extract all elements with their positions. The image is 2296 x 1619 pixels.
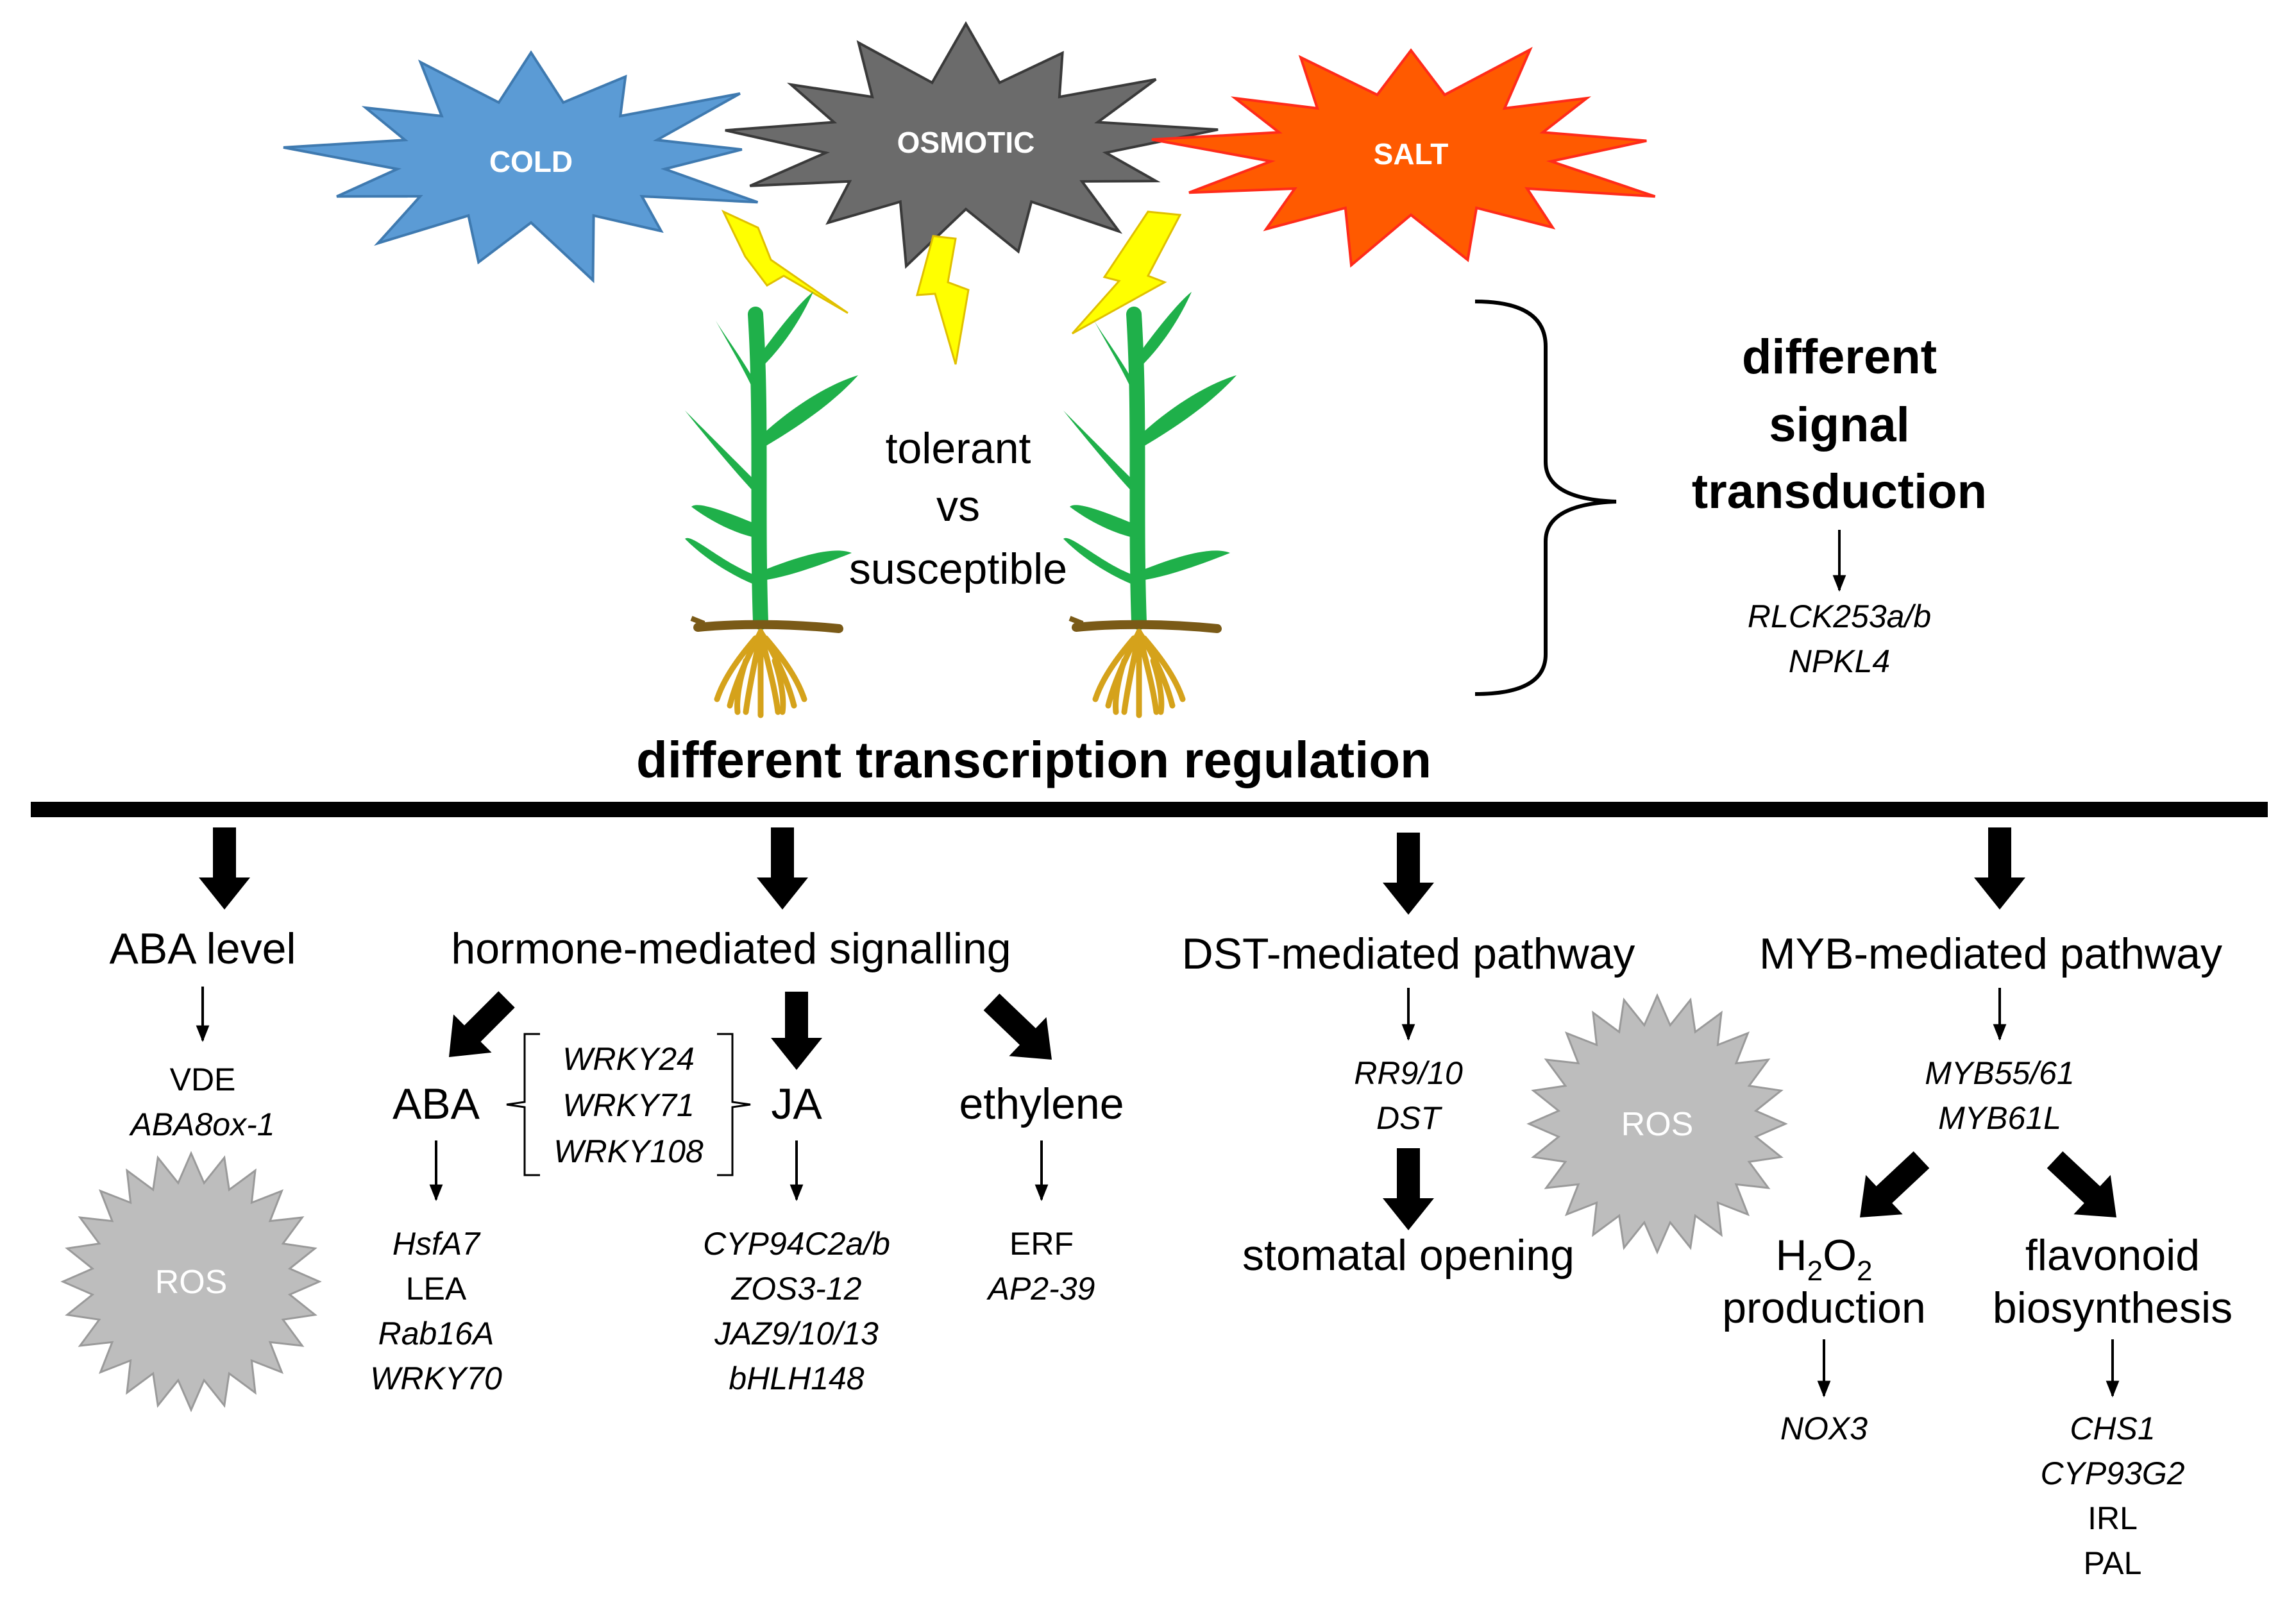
- gene-label: MYB55/61: [1925, 1055, 2074, 1091]
- flavonoid-label: flavonoid: [2025, 1231, 2200, 1280]
- gene-label: CHS1: [2070, 1411, 2155, 1446]
- gene-label: Rab16A: [378, 1316, 494, 1352]
- signal-title-line1: different: [1742, 330, 1937, 384]
- osmotic-label: OSMOTIC: [897, 126, 1035, 159]
- thick-arrow-down-left-icon: [1860, 1151, 1930, 1217]
- dst-title: DST-mediated pathway: [1182, 929, 1635, 978]
- gene-label: LEA: [406, 1271, 467, 1307]
- gene-label: WRKY24: [562, 1041, 695, 1077]
- transcription-title: different transcription regulation: [636, 731, 1431, 788]
- plant-icon: [685, 292, 858, 718]
- gene-label: WRKY70: [370, 1360, 502, 1396]
- thick-arrow-down-icon: [757, 827, 808, 910]
- hormone-title: hormone-mediated signalling: [451, 924, 1011, 973]
- gene-label: AP2-39: [986, 1271, 1095, 1307]
- aba-level-title: ABA level: [109, 924, 296, 973]
- ros-label: ROS: [155, 1264, 228, 1301]
- divider-bar: [31, 802, 2268, 817]
- thick-arrow-down-icon: [1383, 833, 1434, 915]
- gene-label: bHLH148: [729, 1360, 864, 1396]
- cold-burst-shape: [283, 50, 759, 284]
- vs-label: vs: [936, 482, 980, 530]
- gene-label: NPKL4: [1789, 643, 1890, 679]
- gene-label: ABA8ox-1: [128, 1106, 274, 1142]
- gene-label: IRL: [2088, 1500, 2138, 1536]
- ja-node: JA: [771, 1080, 822, 1128]
- gene-label: ZOS3-12: [731, 1271, 862, 1307]
- lightning-bolt-icon: [1071, 210, 1182, 335]
- gene-label: CYP94C2a/b: [703, 1226, 890, 1262]
- cold-label: COLD: [489, 145, 573, 178]
- gene-label: RR9/10: [1354, 1055, 1463, 1091]
- thick-arrow-down-right-icon: [2047, 1151, 2116, 1217]
- gene-label: VDE: [170, 1062, 236, 1098]
- aba-node: ABA: [393, 1080, 480, 1128]
- stomatal-opening-label: stomatal opening: [1242, 1231, 1574, 1280]
- cold-stress-burst: COLD: [283, 50, 759, 284]
- biosynthesis-label: biosynthesis: [1993, 1284, 2233, 1332]
- lightning-bolt-icon: [915, 235, 970, 365]
- signal-title-line2: signal: [1769, 398, 1910, 452]
- gene-label: JAZ9/10/13: [714, 1316, 879, 1352]
- ros-starburst: ROS: [1526, 993, 1788, 1255]
- tolerant-label: tolerant: [886, 424, 1031, 473]
- ros-starburst: ROS: [60, 1151, 322, 1412]
- ros-burst-shape: [60, 1151, 322, 1412]
- bracket-left: [506, 1033, 540, 1176]
- myb-title: MYB-mediated pathway: [1759, 929, 2222, 978]
- thick-arrow-down-icon: [199, 827, 250, 910]
- gene-label: MYB61L: [1938, 1100, 2061, 1136]
- thick-arrow-down-icon: [1974, 827, 2025, 910]
- lightning-bolt-icon: [721, 209, 848, 314]
- thick-arrow-down-right-icon: [983, 994, 1052, 1060]
- gene-label: NOX3: [1780, 1411, 1868, 1446]
- osmotic-stress-burst: OSMOTIC: [725, 21, 1219, 269]
- gene-label: HsfA7: [393, 1226, 481, 1262]
- plant-icon: [1063, 292, 1237, 718]
- gene-label: WRKY71: [562, 1087, 695, 1123]
- ros-label: ROS: [1621, 1106, 1694, 1143]
- ethylene-node: ethylene: [959, 1080, 1124, 1128]
- thick-arrow-down-icon: [1383, 1148, 1434, 1230]
- gene-label: PAL: [2084, 1545, 2142, 1581]
- susceptible-label: susceptible: [849, 545, 1067, 593]
- gene-label: DST: [1376, 1100, 1442, 1136]
- thick-arrow-down-left-icon: [449, 991, 515, 1057]
- salt-burst-shape: [1151, 46, 1656, 268]
- production-label: production: [1722, 1284, 1926, 1332]
- bracket-right: [717, 1033, 751, 1176]
- osmotic-burst-shape: [725, 21, 1219, 269]
- signal-title-line3: transduction: [1692, 464, 1987, 519]
- salt-stress-burst: SALT: [1151, 46, 1656, 268]
- ros-burst-shape: [1526, 993, 1788, 1255]
- gene-label: WRKY108: [553, 1133, 704, 1169]
- curly-brace: [1474, 300, 1617, 696]
- gene-label: ERF: [1009, 1226, 1074, 1262]
- gene-label: CYP93G2: [2040, 1455, 2184, 1491]
- gene-label: RLCK253a/b: [1748, 598, 1931, 634]
- thick-arrow-down-icon: [771, 992, 822, 1070]
- salt-label: SALT: [1374, 137, 1449, 171]
- h2o2-label: H2O2: [1776, 1231, 1873, 1287]
